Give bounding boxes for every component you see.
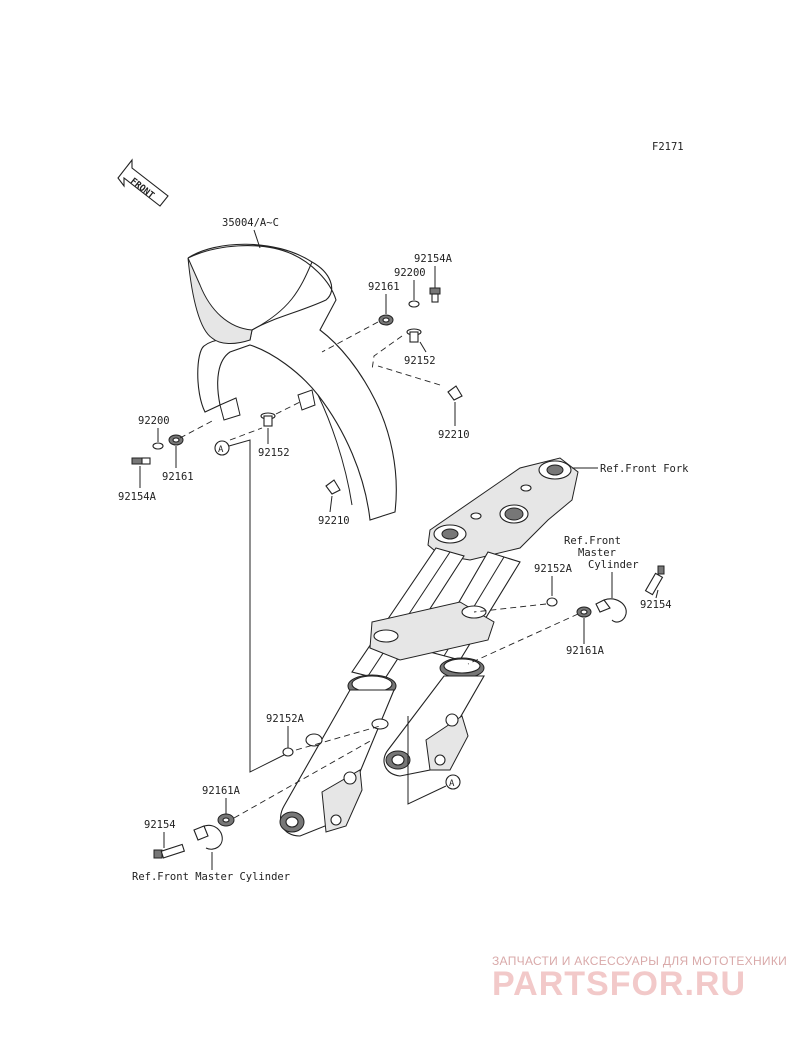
ref-front-fork: Ref.Front Fork bbox=[600, 463, 689, 475]
svg-text:A: A bbox=[449, 779, 455, 789]
label-grommet-left: 92161 bbox=[162, 471, 194, 483]
front-fender bbox=[187, 243, 397, 521]
nut-icon bbox=[325, 479, 341, 495]
lower-hardware bbox=[153, 733, 323, 859]
front-fork bbox=[279, 457, 579, 837]
label-grommet-right: 92161A bbox=[566, 645, 605, 657]
label-collar-left: 92152 bbox=[258, 447, 290, 459]
master-cylinder-clamp-icon bbox=[193, 824, 223, 850]
label-bolt-top: 92154A bbox=[414, 253, 453, 265]
left-hardware bbox=[131, 412, 341, 495]
watermark-tagline: ЗАПЧАСТИ И АКСЕССУАРЫ ДЛЯ МОТОТЕХНИКИ bbox=[492, 954, 787, 968]
washer-icon bbox=[408, 300, 420, 308]
bolt-icon bbox=[131, 457, 151, 465]
ref-master-cylinder-right-line2: Master bbox=[578, 547, 616, 559]
grommet-icon bbox=[576, 606, 592, 618]
watermark-brand: PARTSFOR.RU bbox=[492, 965, 746, 1003]
label-collar-top: 92152 bbox=[404, 355, 436, 367]
washer-icon bbox=[152, 442, 164, 450]
callout-a-lower: A bbox=[445, 774, 461, 790]
ref-master-cylinder-right-line3: Cylinder bbox=[588, 559, 639, 571]
bolt-icon bbox=[644, 565, 665, 596]
label-collar-lower: 92152A bbox=[266, 713, 305, 725]
callout-a-upper: A bbox=[214, 440, 230, 456]
right-hardware bbox=[546, 565, 665, 623]
label-fender: 35004/A~C bbox=[222, 217, 279, 229]
label-washer-top: 92200 bbox=[394, 267, 426, 279]
label-collar-right: 92152A bbox=[534, 563, 573, 575]
bolt-icon bbox=[153, 843, 186, 859]
master-cylinder-clamp-icon bbox=[595, 598, 627, 623]
label-bolt-lower: 92154 bbox=[144, 819, 176, 831]
figure-code: F2171 bbox=[652, 141, 684, 153]
collar-icon bbox=[406, 328, 422, 343]
label-nut-left: 92210 bbox=[318, 515, 350, 527]
label-grommet-top: 92161 bbox=[368, 281, 400, 293]
label-nut-top: 92210 bbox=[438, 429, 470, 441]
collar-icon bbox=[282, 733, 323, 757]
ref-master-cylinder-lower: Ref.Front Master Cylinder bbox=[132, 871, 290, 883]
top-hardware bbox=[378, 287, 463, 401]
label-washer-left: 92200 bbox=[138, 415, 170, 427]
collar-icon bbox=[260, 412, 276, 427]
front-arrow-icon: FRONT bbox=[117, 158, 169, 207]
ref-master-cylinder-right-line1: Ref.Front bbox=[564, 535, 621, 547]
grommet-icon bbox=[378, 314, 394, 326]
collar-icon bbox=[546, 597, 558, 607]
label-bolt-right: 92154 bbox=[640, 599, 672, 611]
svg-text:A: A bbox=[218, 445, 224, 455]
grommet-icon bbox=[217, 813, 235, 827]
label-bolt-left: 92154A bbox=[118, 491, 157, 503]
grommet-icon bbox=[168, 434, 184, 446]
bolt-icon bbox=[429, 287, 441, 303]
label-grommet-lower: 92161A bbox=[202, 785, 241, 797]
nut-icon bbox=[447, 385, 463, 401]
